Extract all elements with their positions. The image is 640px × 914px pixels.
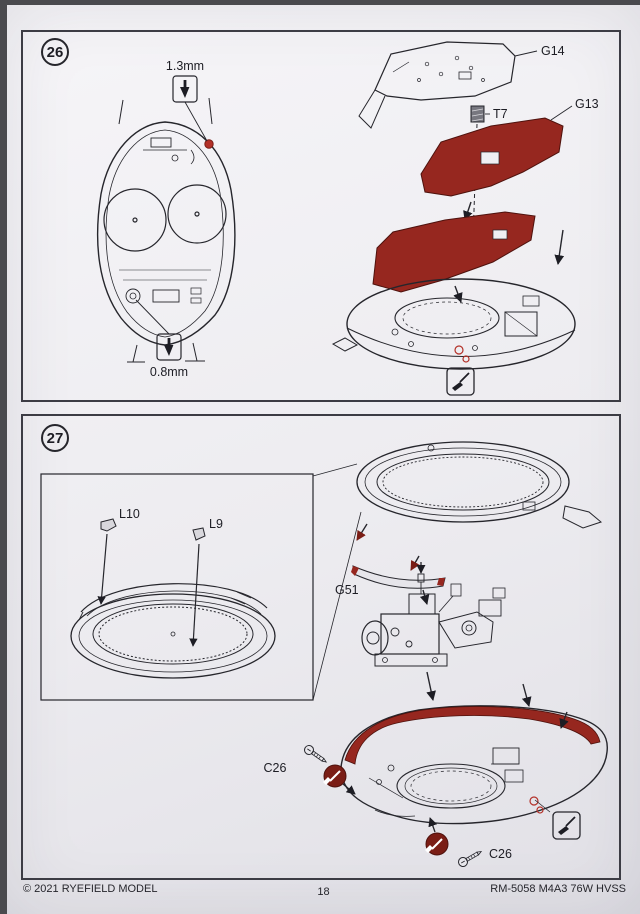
- red-end-mark: [351, 566, 359, 576]
- drill-size-top-label: 1.3mm: [166, 59, 204, 73]
- inset-ring-assembly: [70, 583, 276, 679]
- part-label-t7: T7: [493, 107, 508, 121]
- assembly-arrow: [97, 533, 108, 605]
- assembly-arrow: [428, 817, 438, 833]
- part-label-l10: L10: [119, 507, 140, 521]
- turret-collar-drawing: [331, 278, 576, 370]
- leader-line: [534, 799, 551, 813]
- part-l10-drawing: [100, 518, 117, 532]
- assembly-arrow: [410, 555, 420, 571]
- copyright-text: © 2021 RYEFIELD MODEL: [23, 883, 158, 895]
- assembly-arrow: [419, 589, 430, 605]
- red-locator-circle: [536, 806, 544, 814]
- red-locator-circle: [529, 796, 539, 806]
- assembly-arrow: [559, 711, 569, 729]
- paintbrush-box: [552, 811, 581, 840]
- drill-callout-top: 1.3mm: [166, 59, 208, 142]
- lower-turret-shell-drawing: [340, 705, 608, 825]
- cement-symbol-icon: [425, 832, 449, 856]
- turret-race-ring-drawing: [356, 441, 603, 529]
- part-label-l9: L9: [209, 517, 223, 531]
- step-26-drawing: 26 1.3mm: [41, 38, 599, 396]
- part-label-g51: G51: [335, 583, 359, 597]
- drill-bit-icon: [164, 338, 174, 356]
- screw-c26-drawing: [458, 850, 483, 867]
- red-rim-band: [344, 706, 601, 765]
- assembly-arrow: [453, 285, 463, 303]
- paintbrush-box: [446, 367, 475, 396]
- part-g51-drawing: [351, 565, 446, 589]
- assembly-arrow: [189, 543, 200, 647]
- screw-c26-drawing: [304, 745, 328, 763]
- step-27-number: 27: [47, 430, 64, 447]
- step-26-number: 26: [47, 44, 64, 61]
- step-26-badge: 26: [41, 38, 69, 66]
- red-locator-circle: [454, 345, 464, 355]
- part-label-g14: G14: [541, 44, 565, 58]
- step-27-panel: 27 L10 L9: [21, 414, 621, 880]
- red-end-mark: [437, 578, 445, 586]
- zoom-leader-lines: [312, 463, 362, 701]
- drill-size-bottom-label: 0.8mm: [150, 365, 188, 379]
- kit-code-text: RM-5058 M4A3 76W HVSS: [490, 883, 626, 895]
- step-27-badge: 27: [41, 424, 69, 452]
- drill-bit-icon: [180, 80, 190, 98]
- cement-symbol-icon: [323, 764, 347, 788]
- armor-panel-g13-drawing: [420, 117, 564, 197]
- drill-callout-bottom: 0.8mm: [135, 299, 188, 379]
- gun-mount-assembly-drawing: [361, 562, 506, 667]
- step-27-drawing: 27 L10 L9: [40, 424, 608, 867]
- part-t7-drawing: [470, 105, 485, 123]
- detail-inset-box: [40, 473, 314, 701]
- part-l9-drawing: [192, 527, 206, 541]
- assembly-arrow: [356, 523, 368, 541]
- paintbrush-icon: [558, 816, 576, 835]
- drill-point-marker: [204, 139, 214, 149]
- roof-panel-g14-drawing: [358, 41, 516, 129]
- turret-roof-top-view: [96, 97, 236, 363]
- paper-background: 26 1.3mm: [7, 5, 640, 914]
- page-number: 18: [317, 886, 330, 898]
- step-26-panel: 26 1.3mm: [21, 30, 621, 402]
- assembly-arrow: [342, 783, 356, 795]
- part-label-c26-bottom: C26: [489, 847, 512, 861]
- armor-panel-lower-drawing: [372, 211, 536, 293]
- assembly-arrow: [521, 683, 532, 707]
- assembly-arrow: [426, 671, 436, 701]
- red-locator-circle: [462, 355, 470, 363]
- paintbrush-icon: [452, 372, 470, 391]
- part-label-g13: G13: [575, 97, 599, 111]
- assembly-arrow: [554, 229, 565, 265]
- part-label-c26-left: C26: [264, 761, 287, 775]
